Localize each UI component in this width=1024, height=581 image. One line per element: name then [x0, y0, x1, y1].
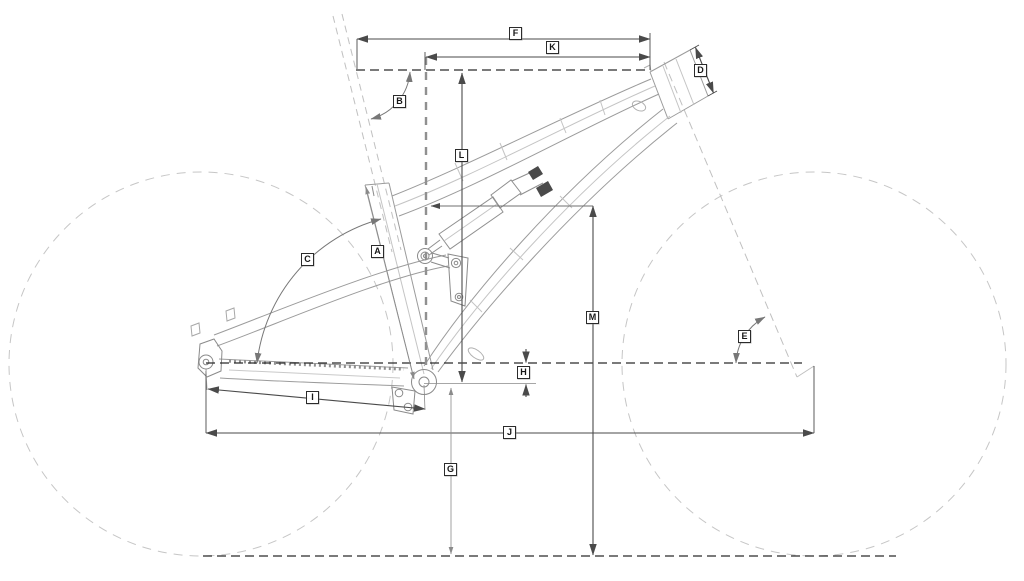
dim-label-J: J	[503, 426, 516, 439]
fork-offset-connector	[796, 365, 815, 378]
dim-label-I: I	[306, 391, 319, 404]
dim-label-C: C	[301, 253, 314, 266]
seatpost-axis-line-2	[341, 13, 402, 251]
dim-label-E: E	[738, 330, 751, 343]
angle-arcs	[254, 71, 766, 364]
dimension-lines	[205, 33, 815, 556]
rear-dropout	[197, 338, 223, 378]
reference-lines	[203, 69, 896, 557]
dim-label-D: D	[694, 64, 707, 77]
front-wheel-circle	[621, 171, 1007, 557]
dim-label-F: F	[509, 27, 522, 40]
head-tube	[643, 49, 709, 120]
dim-label-A: A	[371, 245, 384, 258]
dim-label-M: M	[586, 311, 599, 324]
seatpost-axis-line-1	[332, 15, 393, 253]
rear-shock	[427, 166, 553, 256]
frame-wireframe	[190, 49, 709, 415]
seat-tube	[364, 182, 434, 380]
axis-construction-lines	[332, 13, 815, 378]
dim-label-K: K	[546, 41, 559, 54]
dim-label-L: L	[455, 149, 468, 162]
wheel-circles	[8, 171, 1007, 557]
bottom-bracket-linkage	[391, 369, 437, 415]
extension-lines	[205, 186, 536, 555]
steering-axis-line	[663, 61, 798, 378]
dim-label-G: G	[444, 463, 457, 476]
dim-label-H: H	[517, 366, 530, 379]
dim-label-B: B	[393, 95, 406, 108]
top-tube	[391, 78, 660, 217]
arc-C-actual-seat-angle	[254, 218, 382, 364]
dim-A-line	[365, 186, 415, 380]
down-tube	[423, 108, 678, 373]
